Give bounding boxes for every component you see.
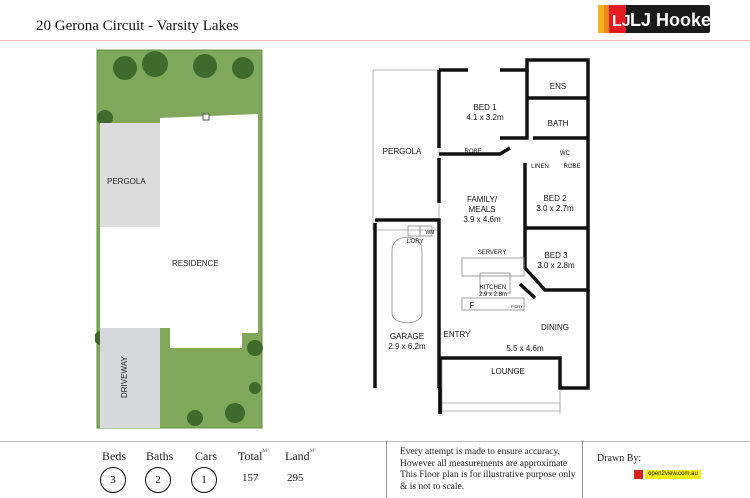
brand-text: LJ Hooker <box>630 10 710 30</box>
total-unit: M² <box>262 449 269 454</box>
drawn-by-label: Drawn By: <box>597 453 642 464</box>
room-robe2: ROBE <box>563 164 580 170</box>
cars-label: Cars <box>195 449 217 463</box>
page-title: 20 Gerona Circuit - Varsity Lakes <box>36 18 239 34</box>
total-value: 157 <box>242 472 259 484</box>
beds-label: Beds <box>102 449 126 463</box>
residence-label: RESIDENCE <box>172 259 219 268</box>
room-kitchen: KITCHEN <box>480 285 506 291</box>
beds-value: 3 <box>100 467 126 493</box>
room-family-size: 3.9 x 4.6m <box>463 215 501 224</box>
room-dining: DINING <box>541 323 569 332</box>
open2view-icon <box>634 470 643 479</box>
site-plan: PERGOLA RESIDENCE DRIVEWAY <box>95 49 263 429</box>
room-kitchen-size: 2.9 x 2.8m <box>479 292 507 298</box>
driveway-label: DRIVEWAY <box>120 356 129 398</box>
header-divider <box>0 40 750 41</box>
total-label: Total <box>238 449 263 463</box>
baths-label: Baths <box>146 449 174 463</box>
room-garage-size: 2.9 x 6.2m <box>388 342 426 351</box>
lj-hooker-logo: LJ LJ Hooker <box>598 5 710 33</box>
svg-text:LJ: LJ <box>612 13 631 30</box>
room-pergola: PERGOLA <box>383 147 422 156</box>
room-servery: SERVERY <box>478 250 506 256</box>
room-pantry: P'DRY <box>511 304 523 309</box>
room-bed3-size: 3.0 x 2.8m <box>537 261 575 270</box>
room-bed2-size: 3.0 x 2.7m <box>536 204 574 213</box>
room-ldry: L'DRY <box>406 239 423 245</box>
room-bath: BATH <box>548 119 569 128</box>
room-lounge: LOUNGE <box>491 367 525 376</box>
baths-value: 2 <box>145 467 171 493</box>
room-meals: MEALS <box>468 205 495 214</box>
room-bed3: BED 3 <box>544 251 568 260</box>
wm-label: WM <box>426 230 435 236</box>
floor-plan: BED 1 4.1 x 3.2m ENS BATH ROBE WC LINEN … <box>372 58 590 414</box>
cars-value: 1 <box>191 467 217 493</box>
room-bed1: BED 1 <box>473 103 497 112</box>
land-value: 295 <box>287 472 304 484</box>
footer-divider <box>0 441 750 442</box>
room-ens: ENS <box>550 82 566 91</box>
room-robe1: ROBE <box>464 149 481 155</box>
pergola-area <box>100 123 160 227</box>
pergola-label: PERGOLA <box>107 177 146 186</box>
room-garage: GARAGE <box>390 332 424 341</box>
room-bed1-size: 4.1 x 3.2m <box>466 113 504 122</box>
land-label: Land <box>285 449 310 463</box>
footer-divider-1 <box>386 441 387 498</box>
open2view-logo: open2view.com.au <box>645 470 701 479</box>
room-bed2: BED 2 <box>543 194 567 203</box>
room-wc: WC <box>560 151 571 157</box>
land-unit: M² <box>309 449 316 454</box>
footer-divider-2 <box>582 441 583 498</box>
room-entry: ENTRY <box>444 330 472 339</box>
room-linen: LINEN <box>531 164 549 170</box>
room-family: FAMILY/ <box>467 195 498 204</box>
disclaimer: Every attempt is made to ensure accuracy… <box>400 447 576 492</box>
fridge-label: F <box>470 301 475 310</box>
driveway <box>100 328 160 428</box>
residence <box>100 114 258 348</box>
room-dining-size: 5.5 x 4.6m <box>506 344 544 353</box>
